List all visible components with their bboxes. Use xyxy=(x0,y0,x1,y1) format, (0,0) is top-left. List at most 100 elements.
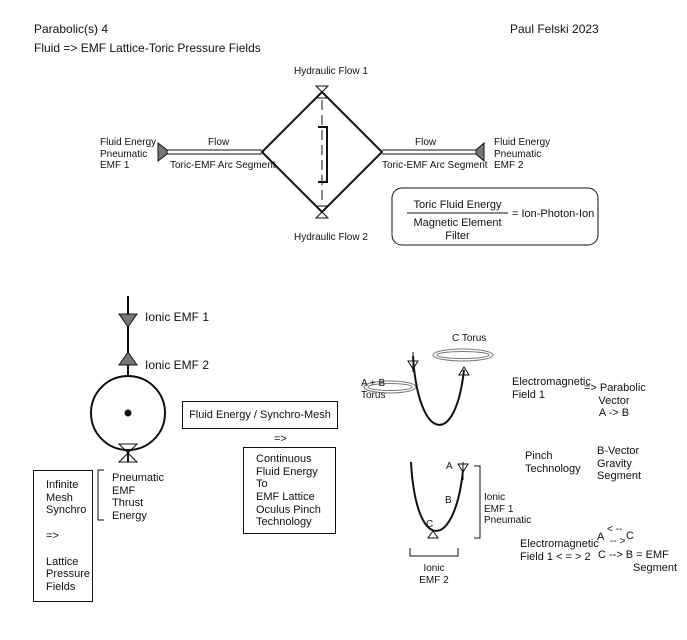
formula-denominator: Magnetic Element Filter xyxy=(407,217,508,242)
box-line: EMF Lattice xyxy=(256,490,315,503)
ionic-emf-1-valve-icon xyxy=(118,313,138,328)
flow-left-cap-icon xyxy=(157,141,168,163)
c-torus-ring xyxy=(432,348,494,362)
synchro-mesh-box: Fluid Energy / Synchro-Mesh xyxy=(182,401,338,429)
formula-result: = Ion-Photon-Ion xyxy=(512,208,595,220)
point-b-label: B xyxy=(445,495,452,506)
label-line: Technology xyxy=(525,462,581,475)
relation-arrow-right: -- > xyxy=(610,536,626,547)
label-line: EMF 1 xyxy=(100,160,130,171)
box-line: Fields xyxy=(46,580,76,593)
ionic-emf1-bracket xyxy=(474,465,481,539)
box-line: Fluid Energy xyxy=(256,465,318,478)
infinite-mesh-text: Infinite Mesh Synchro => Lattice Pressur… xyxy=(46,479,90,593)
box-line xyxy=(46,543,90,556)
box-line: Synchro xyxy=(46,504,87,517)
c-torus-label: C Torus xyxy=(452,333,487,344)
ionic-emf-2-valve-icon xyxy=(118,351,138,366)
box-line: Technology xyxy=(256,516,312,529)
label-line: Fluid Energy xyxy=(494,137,551,148)
page-subtitle: Fluid => EMF Lattice-Toric Pressure Fiel… xyxy=(34,41,261,55)
box-line xyxy=(46,517,90,530)
label-line: => Parabolic xyxy=(584,382,646,394)
c-b-emf-label: C --> B = EMF xyxy=(598,549,669,561)
relation-arrow-left: < -- xyxy=(607,524,623,535)
ionic-emf2-bracket xyxy=(409,548,459,557)
label-line: Electromagnetic xyxy=(520,538,599,550)
flow-left-label: Flow xyxy=(208,137,230,148)
point-c-label: C xyxy=(426,519,434,530)
b-vector-label: B-Vector Gravity Segment xyxy=(597,445,641,483)
synchro-mesh-label: Fluid Energy / Synchro-Mesh xyxy=(189,409,331,421)
label-line: EMF xyxy=(112,484,136,497)
pinch-technology-label: Pinch Technology xyxy=(525,450,581,475)
hydraulic-flow-1-label: Hydraulic Flow 1 xyxy=(294,66,368,77)
continuous-fluid-box: Continuous Fluid Energy To EMF Lattice O… xyxy=(243,447,336,534)
c-b-emf-segment-label: Segment xyxy=(633,562,678,574)
parabola-upper xyxy=(412,355,465,426)
label-line: Pinch xyxy=(525,450,553,462)
formula-box xyxy=(391,187,599,246)
box-line: Lattice xyxy=(46,555,79,568)
label-line: Field 1 xyxy=(512,388,546,401)
label-line: Field 1 < = > 2 xyxy=(520,550,591,563)
box-line: Pressure xyxy=(46,568,91,581)
parabolic-vector-label: => Parabolic Vector A -> B xyxy=(584,382,646,420)
flow-right-cap-icon xyxy=(475,141,485,163)
label-line: Segment xyxy=(597,470,642,483)
flow-right-label: Flow xyxy=(415,137,437,148)
box-line: => xyxy=(46,529,59,542)
em-field-1-label: Electromagnetic Field 1 xyxy=(512,376,591,401)
sphere-center-dot xyxy=(124,409,132,417)
point-a-arrow-icon xyxy=(457,463,469,473)
label-line: Energy xyxy=(112,509,147,522)
fluid-energy-right-label: Fluid Energy Pneumatic EMF 2 xyxy=(494,137,550,172)
ab-torus-label: A + B Torus xyxy=(361,378,385,401)
thrust-energy-label: Pneumatic EMF Thrust Energy xyxy=(112,472,164,523)
inner-bracket xyxy=(318,126,328,183)
label-line: B-Vector xyxy=(597,445,640,457)
author-credit: Paul Felski 2023 xyxy=(510,22,599,36)
formula-numerator: Toric Fluid Energy xyxy=(413,199,502,211)
parabola-upper-right-arrow-icon xyxy=(458,366,470,376)
label-line: Torus xyxy=(361,389,386,401)
label-line: EMF 2 xyxy=(494,160,524,171)
fluid-energy-left-label: Fluid Energy Pneumatic EMF 1 xyxy=(100,137,156,172)
label-line: Ionic xyxy=(484,492,506,503)
point-a-label: A xyxy=(446,461,453,472)
point-c-arrow-icon xyxy=(427,530,439,539)
parabola-upper-left-arrow-icon xyxy=(407,360,419,370)
box-line: Mesh xyxy=(46,491,73,504)
em-field-12-label: Electromagnetic Field 1 < = > 2 xyxy=(520,538,599,563)
label-line: Electromagnetic xyxy=(512,376,591,388)
label-line: Ionic xyxy=(423,563,445,574)
label-line: Thrust xyxy=(112,497,144,510)
label-line: A -> B xyxy=(598,407,630,420)
relation-c-label: C xyxy=(626,530,634,542)
box-line: To xyxy=(256,478,268,491)
box-line: Oculus Pinch xyxy=(256,503,321,516)
label-line: Pneumatic xyxy=(112,472,164,484)
label-line: A + B xyxy=(361,378,386,389)
label-line: Pneumatic xyxy=(494,148,542,160)
box-line: Continuous xyxy=(256,453,312,465)
segment-left-label: Toric-EMF Arc Segment xyxy=(170,160,276,171)
label-line: EMF 1 xyxy=(484,503,514,515)
parabola-lower xyxy=(410,461,464,532)
thrust-bracket xyxy=(97,469,104,521)
segment-right-label: Toric-EMF Arc Segment xyxy=(382,160,488,171)
valve-bottom-icon xyxy=(314,205,330,213)
ionic-emf-1-label: Ionic EMF 1 xyxy=(145,310,210,324)
denominator-line: Filter xyxy=(445,229,470,242)
relation-a-label: A xyxy=(597,531,605,543)
label-line: Pneumatic xyxy=(100,148,148,160)
ionic-emf-2-bottom-label: Ionic EMF 2 xyxy=(412,563,456,586)
bowtie-valve-icon xyxy=(117,443,139,454)
valve-top-icon xyxy=(314,85,330,93)
synchro-mesh-arrow: => xyxy=(274,433,287,445)
label-line: Pneumatic xyxy=(484,515,532,526)
ionic-emf-2-label: Ionic EMF 2 xyxy=(145,358,210,372)
label-line: Fluid Energy xyxy=(100,137,157,148)
